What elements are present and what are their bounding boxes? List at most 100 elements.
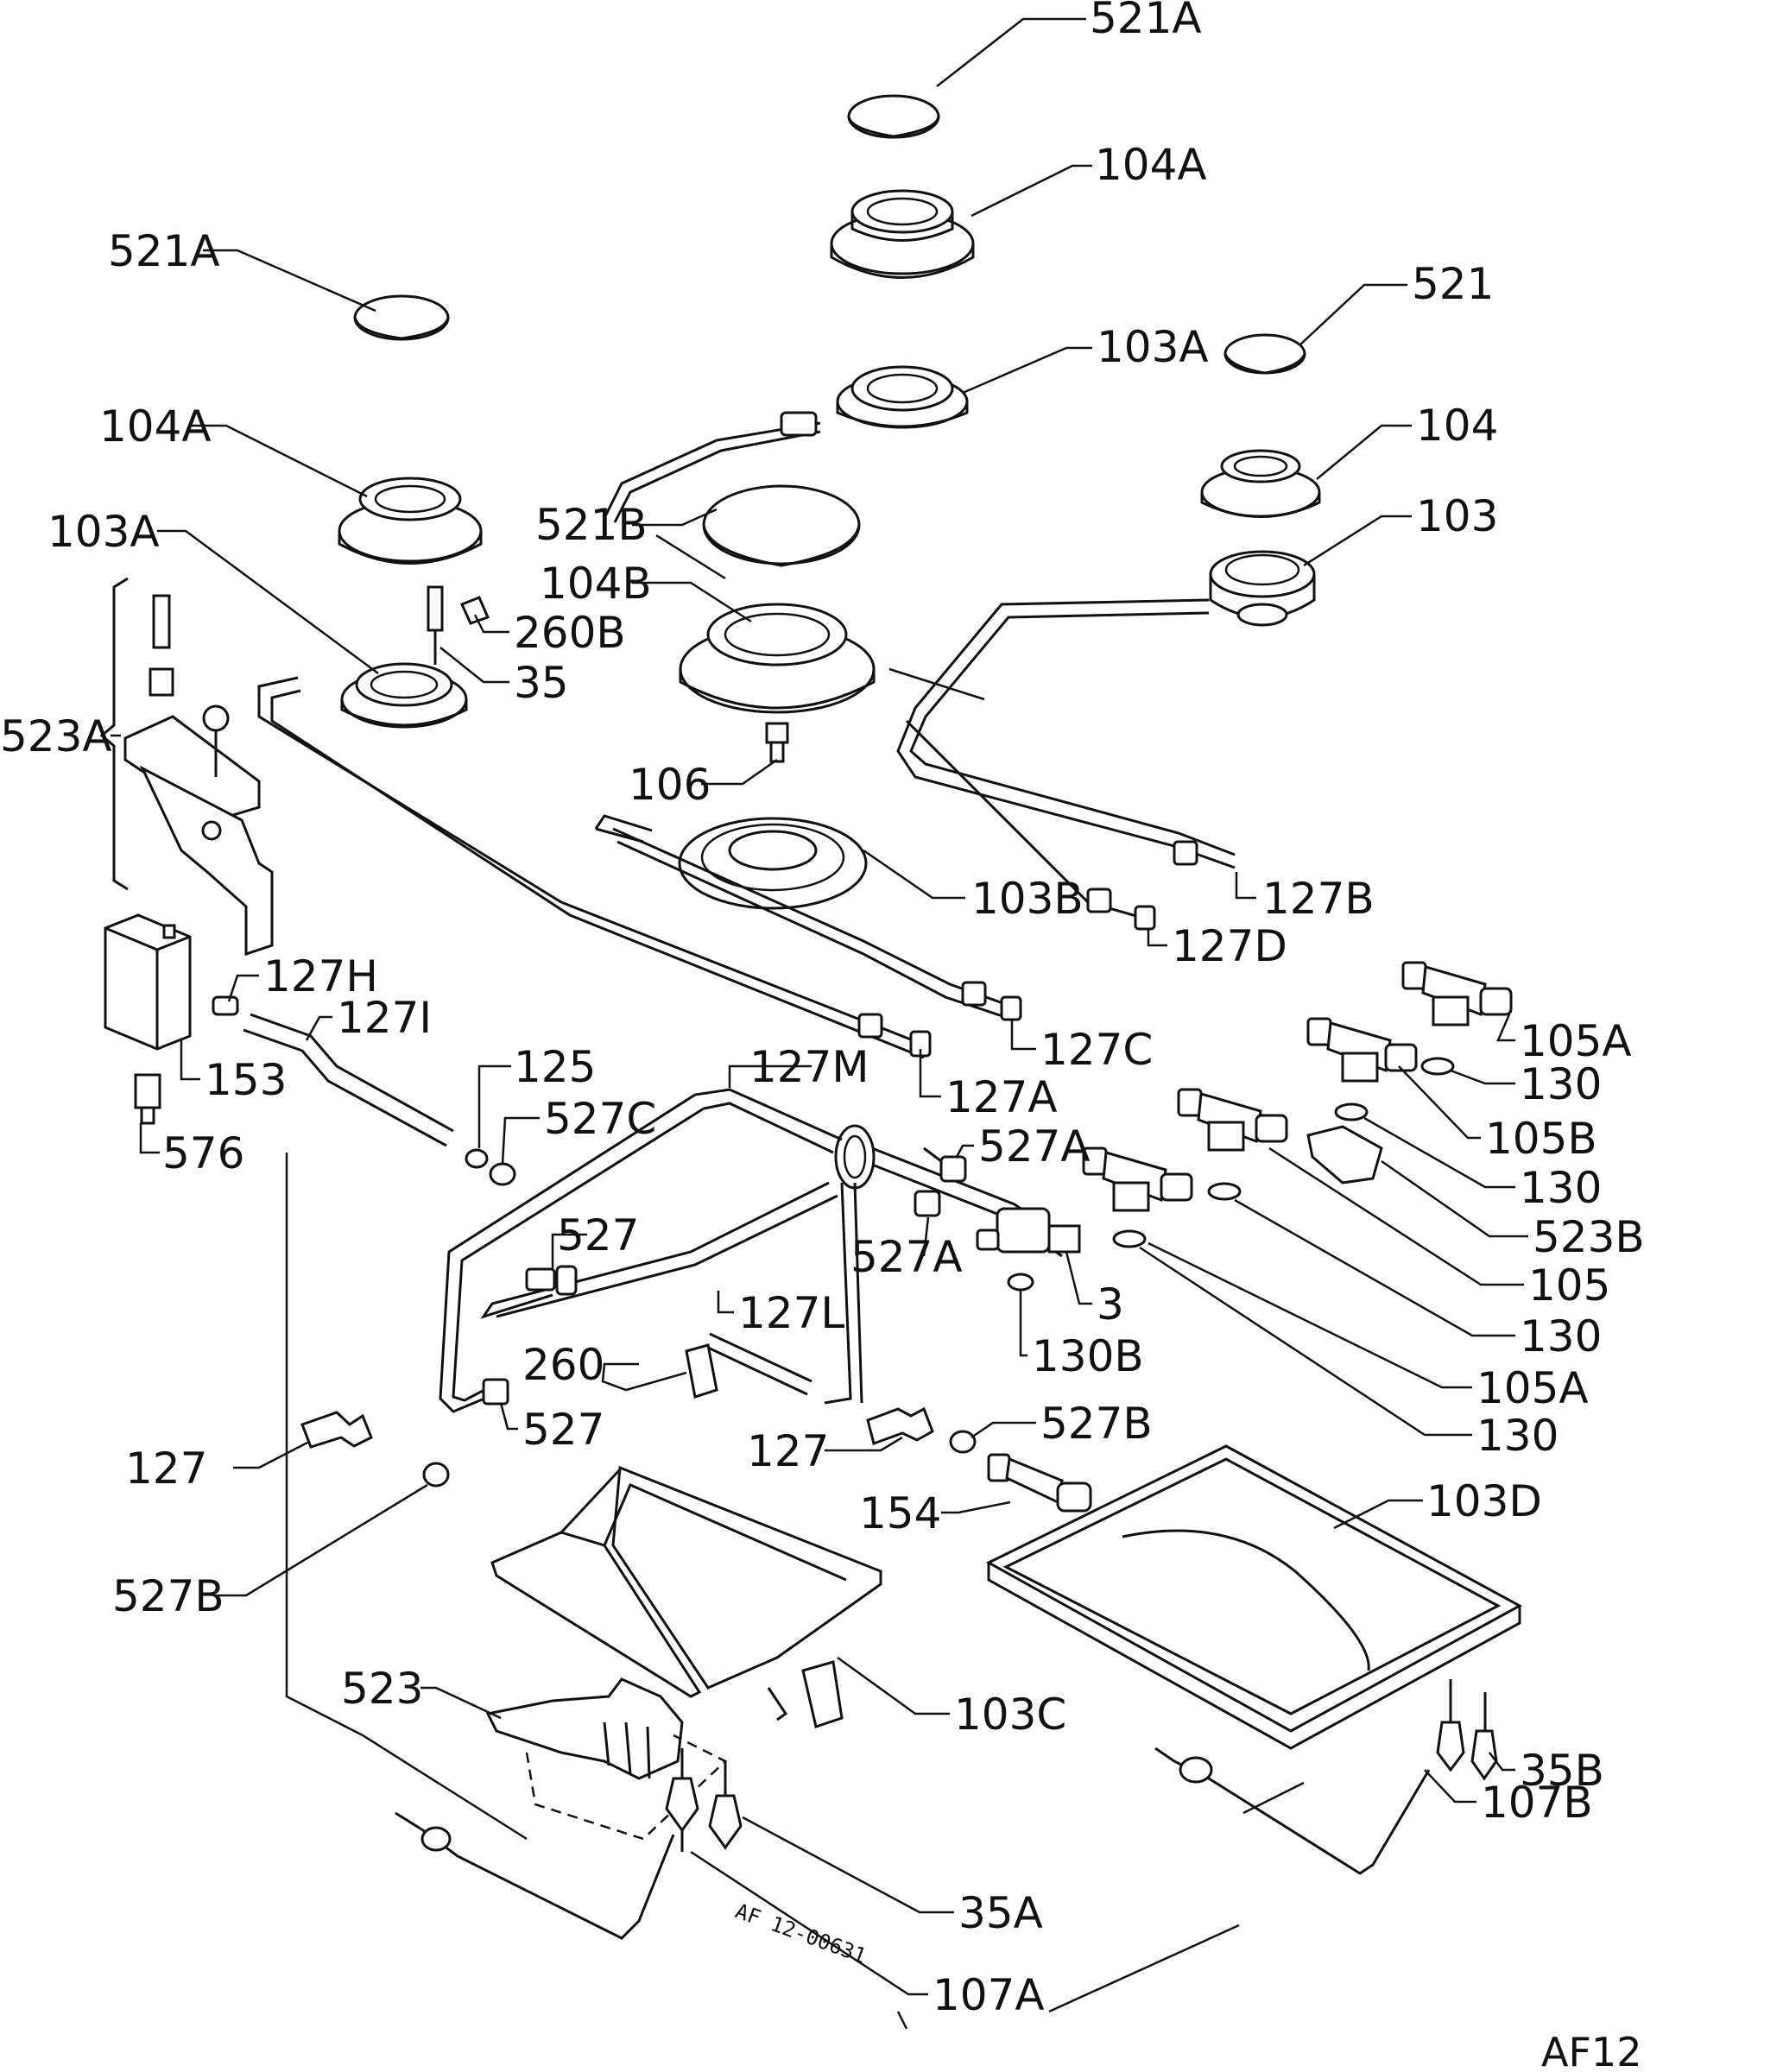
burner-cap-521a-top xyxy=(847,94,940,139)
burner-base-103b xyxy=(594,814,868,910)
label-527b-left: 527B xyxy=(112,1571,224,1621)
label-527a-lower: 527A xyxy=(850,1232,963,1282)
label-35b: 35B xyxy=(1520,1746,1604,1796)
label-130b: 130B xyxy=(1032,1331,1144,1381)
valve-box-153 xyxy=(104,913,192,1051)
reference-lines xyxy=(655,534,1305,2030)
label-125: 125 xyxy=(514,1042,596,1092)
label-127m: 127M xyxy=(749,1042,869,1092)
nut-527a-lower xyxy=(914,1190,941,1217)
injector-106 xyxy=(765,722,789,763)
burner-base-103a-left xyxy=(340,662,468,729)
burner-cap-521b xyxy=(702,484,861,567)
label-104: 104 xyxy=(1416,401,1498,451)
leader-lines xyxy=(111,17,1528,1996)
label-527a-upper: 527A xyxy=(978,1121,1091,1172)
label-527c: 527C xyxy=(544,1094,656,1144)
clip-260 xyxy=(685,1343,718,1399)
label-105: 105 xyxy=(1528,1260,1610,1311)
heat-shield-103c xyxy=(490,1465,882,1728)
gas-valve-105a-low xyxy=(1082,1147,1193,1212)
label-127-mid: 127 xyxy=(747,1426,829,1476)
thermocouple-35a xyxy=(665,1748,743,1852)
label-521a-top: 521A xyxy=(1090,0,1202,43)
label-103c: 103C xyxy=(954,1690,1066,1740)
burner-base-103a-top xyxy=(836,365,969,429)
label-523a: 523A xyxy=(0,711,112,761)
label-127b: 127B xyxy=(1262,874,1375,924)
label-104a-left: 104A xyxy=(99,401,212,452)
pipe-127i xyxy=(243,1013,454,1147)
gas-pipe-127m xyxy=(439,1088,843,1413)
ignition-cable-107a xyxy=(395,1811,675,1940)
label-103a-top: 103A xyxy=(1097,322,1209,372)
label-104a-top: 104A xyxy=(1095,140,1207,190)
label-260b: 260B xyxy=(514,608,626,658)
drawing-code: AF 12-00631 xyxy=(732,1898,869,1968)
label-107b: 107B xyxy=(1481,1778,1593,1828)
label-127d: 127D xyxy=(1172,921,1287,971)
label-521a-left: 521A xyxy=(108,226,220,276)
gas-valve-105b xyxy=(1306,1017,1418,1083)
label-130-second: 130 xyxy=(1520,1163,1602,1213)
burner-head-104a-top xyxy=(830,189,975,279)
label-103d: 103D xyxy=(1426,1476,1542,1526)
tube-rod-127l xyxy=(705,1332,812,1396)
nut-527b-left xyxy=(422,1462,450,1488)
burner-head-104b xyxy=(679,603,876,714)
label-105a-low: 105A xyxy=(1476,1363,1589,1413)
gas-valve-105 xyxy=(1177,1088,1288,1152)
nut-527b-mid xyxy=(949,1430,977,1454)
nut-527a-upper xyxy=(923,1147,967,1183)
label-527-upper: 527 xyxy=(557,1210,639,1260)
gas-pipe-127b xyxy=(896,598,1236,869)
label-103: 103 xyxy=(1416,491,1498,541)
ring-125 xyxy=(465,1148,489,1169)
gas-pipe-127d xyxy=(905,719,1156,931)
label-103b: 103B xyxy=(971,874,1084,924)
ignition-cable-107b xyxy=(1154,1747,1431,1875)
label-127-left: 127 xyxy=(125,1443,207,1494)
label-527-lower: 527 xyxy=(522,1405,604,1455)
seal-rings-130 xyxy=(1112,1057,1455,1248)
bracket-523b xyxy=(1306,1125,1383,1184)
frame-side-line xyxy=(285,1153,528,1841)
label-130-fourth: 130 xyxy=(1476,1411,1559,1461)
nut-527c xyxy=(489,1162,516,1186)
label-104b: 104B xyxy=(540,559,652,609)
label-523: 523 xyxy=(341,1664,423,1714)
gas-pipe-127c xyxy=(612,827,1022,1021)
label-35a: 35A xyxy=(958,1888,1043,1938)
label-127c: 127C xyxy=(1040,1025,1153,1075)
elbow-127-left xyxy=(300,1411,373,1449)
label-260: 260 xyxy=(522,1340,604,1390)
bracket-523 xyxy=(485,1677,728,1841)
fitting-127h xyxy=(212,995,239,1016)
label-127a: 127A xyxy=(945,1072,1058,1122)
label-154: 154 xyxy=(859,1488,941,1538)
safety-valve-3 xyxy=(834,1124,1081,1292)
label-127l: 127L xyxy=(738,1288,844,1338)
label-127i: 127I xyxy=(337,993,432,1043)
label-153: 153 xyxy=(205,1055,287,1105)
nut-527-upper xyxy=(525,1265,578,1296)
gas-valve-105a-top xyxy=(1401,961,1513,1027)
drip-tray-103d xyxy=(985,1444,1523,1750)
gas-pipe-127l xyxy=(480,1181,863,1405)
nut-527-lower xyxy=(482,1378,509,1406)
page-code: AF12 xyxy=(1541,2029,1641,2072)
label-127h: 127H xyxy=(263,951,378,1001)
label-106: 106 xyxy=(629,760,711,810)
label-521: 521 xyxy=(1412,259,1494,309)
part-labels: 521A 104A 521A 521 103A 104A 104 103A 52… xyxy=(0,0,1645,2020)
label-130-third: 130 xyxy=(1520,1311,1602,1361)
label-523b: 523B xyxy=(1533,1212,1645,1262)
fitting-576 xyxy=(134,1073,161,1125)
thermocouple-35 xyxy=(427,585,444,665)
label-107a: 107A xyxy=(933,1970,1045,2020)
parts-drawing xyxy=(99,94,1523,2030)
label-130-first: 130 xyxy=(1520,1059,1602,1109)
bracket-assembly-523a xyxy=(123,594,274,957)
burner-base-103-right xyxy=(1209,550,1316,627)
